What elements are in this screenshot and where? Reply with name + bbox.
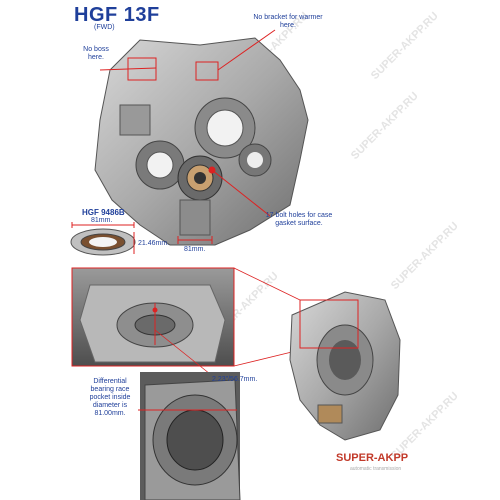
bearing-width-label: 21.46mm. (138, 240, 170, 247)
depth-label: 2.23"/56.7mm. (212, 376, 258, 383)
case-pocket-label: 81mm. (184, 246, 206, 253)
case-width-dimension (177, 236, 213, 244)
bearing-diameter-label: 81mm. (91, 217, 113, 224)
note-bolt-holes: 17 bolt holes for case gasket surface. (265, 212, 333, 228)
brand-tagline: automatic transmission (350, 466, 402, 472)
bearing-pocket-photo (138, 372, 241, 500)
note-diff-pocket: Differential bearing race pocket inside … (89, 378, 131, 418)
connector-lines (154, 267, 301, 379)
note-no-bracket: No bracket for warmer here. (253, 14, 323, 30)
page-title: HGF 13F (74, 4, 160, 26)
callout-markers (99, 29, 276, 217)
bearing-part-number: HGF 9486B (82, 208, 125, 217)
pocket-closeup-photo (71, 267, 235, 367)
page-subtitle: (FWD) (94, 24, 115, 31)
bearing-photo (70, 222, 136, 256)
transmission-case-photo (94, 37, 309, 246)
note-no-boss: No boss here. (83, 46, 109, 62)
case-side-photo (289, 291, 401, 441)
brand-logo: SUPER-AKPP (336, 452, 409, 464)
